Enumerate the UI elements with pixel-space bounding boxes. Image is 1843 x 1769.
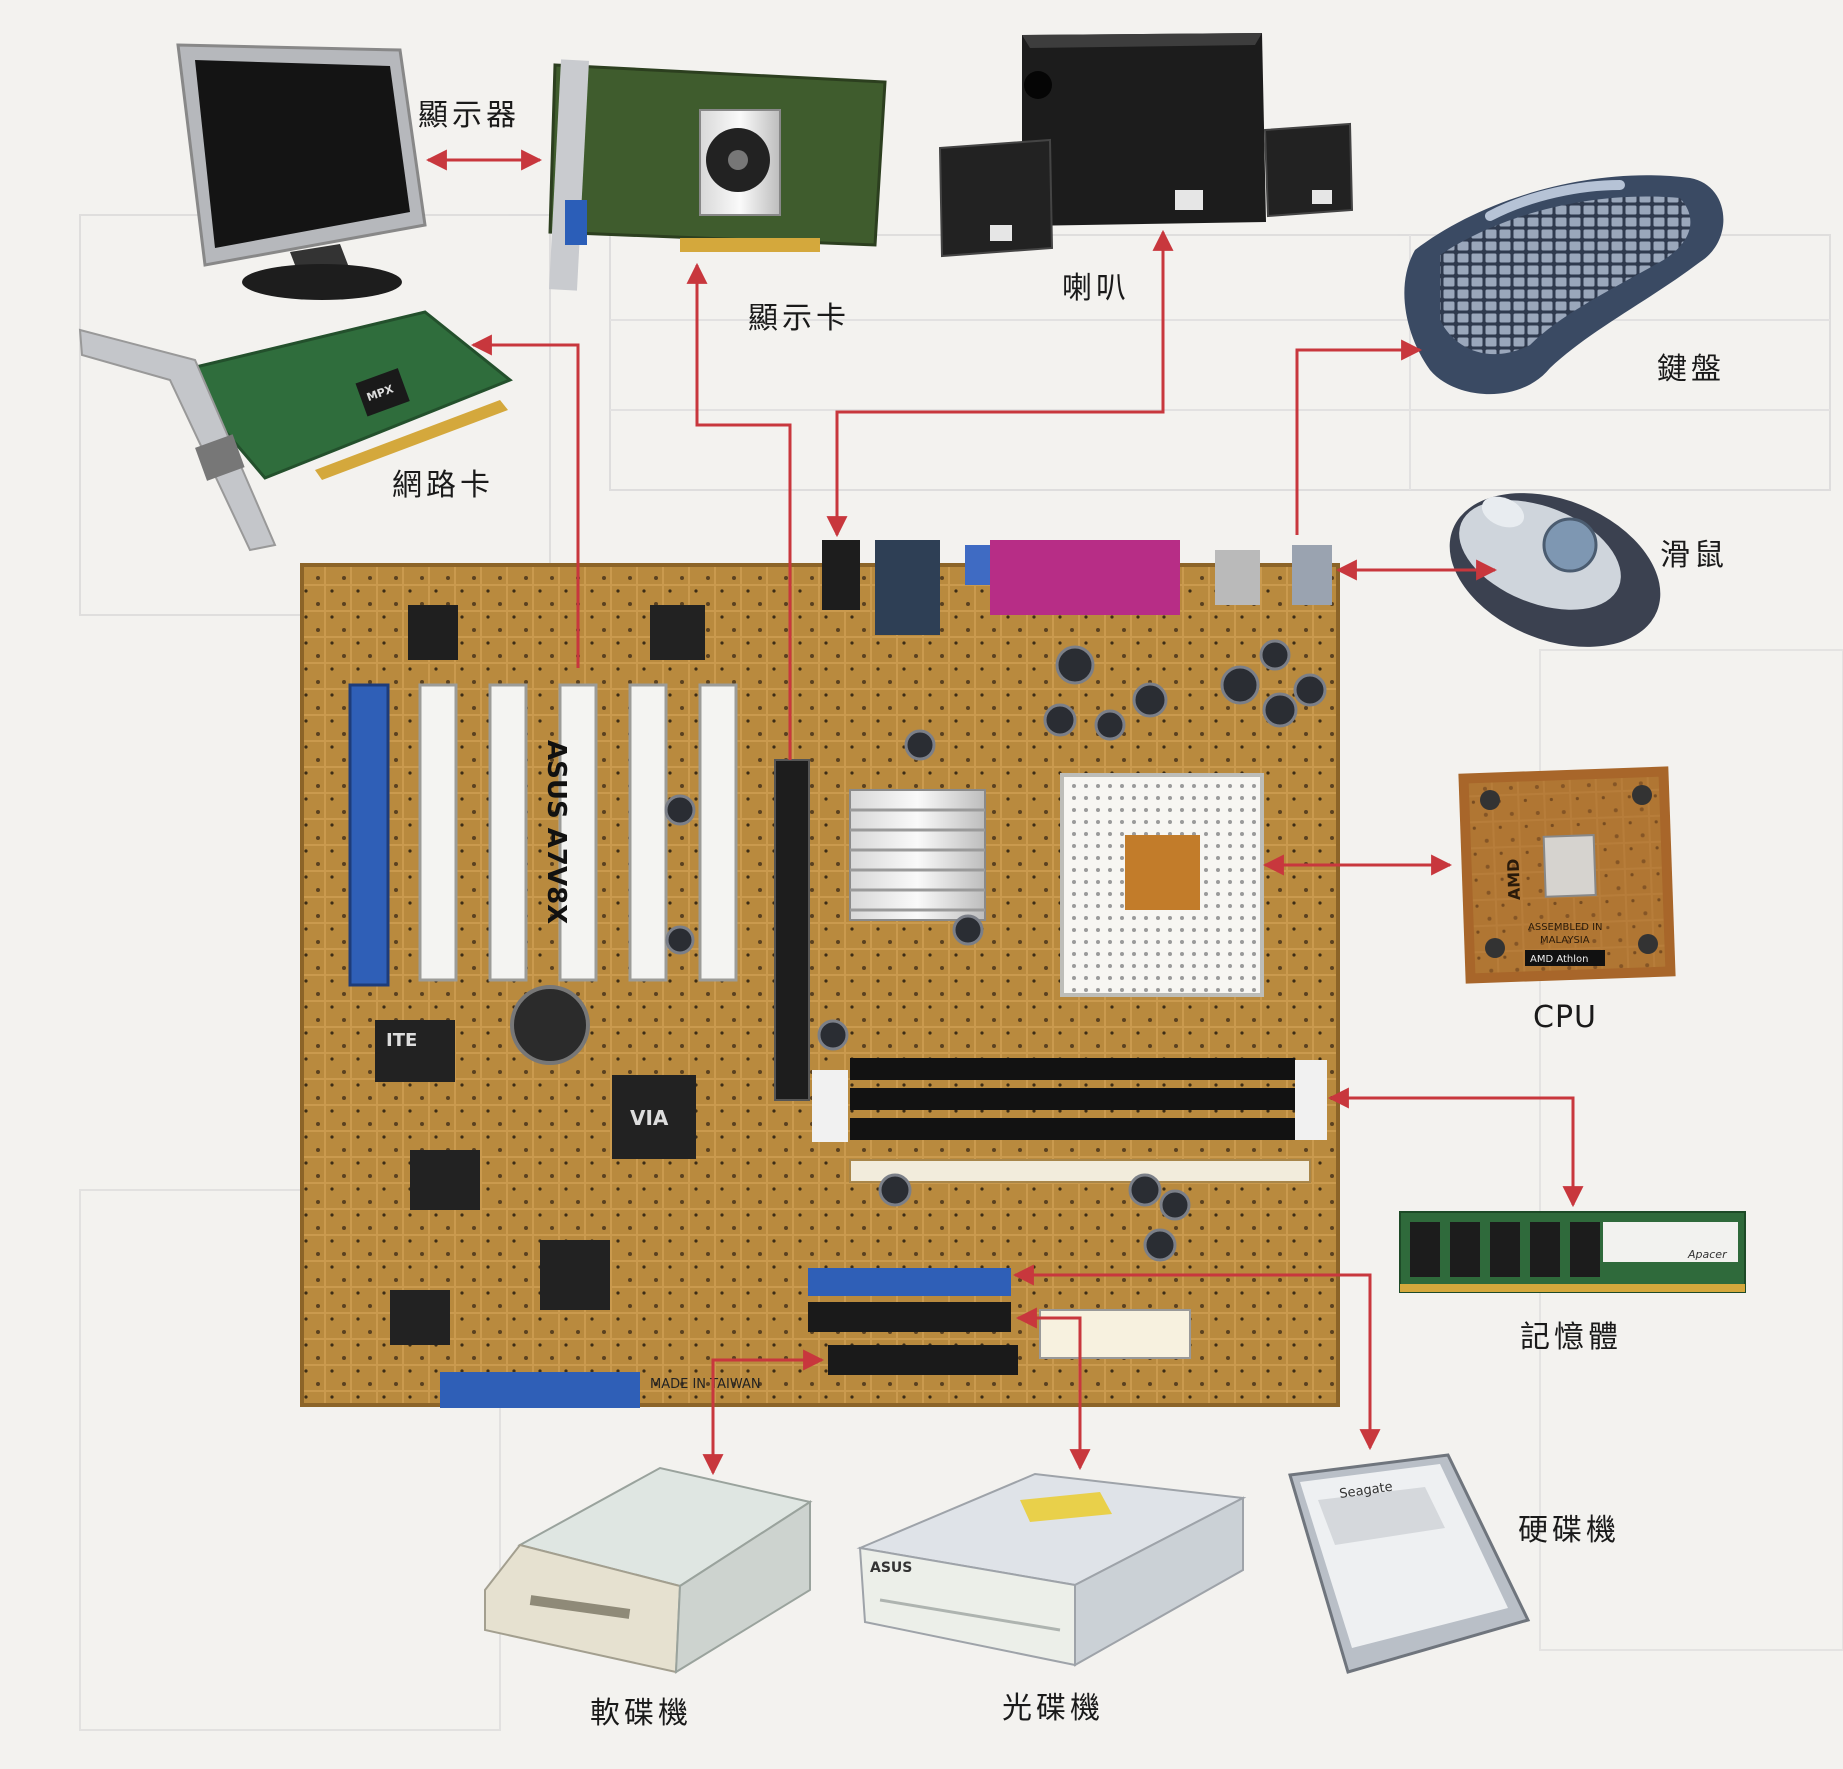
board-brand-text: ASUS A7V8X xyxy=(541,740,571,924)
arrow-speaker xyxy=(826,229,1174,538)
arrow-hard-disk xyxy=(1012,1264,1381,1451)
cpu-assembled-text: ASSEMBLED IN xyxy=(1528,922,1603,933)
arrow-optical-drive xyxy=(1015,1307,1091,1471)
hard-disk-image: Seagate xyxy=(1288,1453,1531,1674)
memory-label: 記憶體 xyxy=(1520,1320,1622,1355)
optical-drive-image: ASUS xyxy=(856,1472,1247,1667)
cpu-country-text: MALAYSIA xyxy=(1540,935,1590,946)
network-card-label: 網路卡 xyxy=(392,468,494,503)
network-card-image: MPX xyxy=(78,310,513,552)
cpu-brand-text: AMD xyxy=(1504,858,1524,900)
hard-disk-label: 硬碟機 xyxy=(1518,1513,1620,1548)
monitor-image xyxy=(176,43,427,300)
board-made-in-text: MADE IN TAIWAN xyxy=(650,1377,761,1392)
memory-image: Apacer xyxy=(1399,1211,1746,1293)
arrow-graphics-card xyxy=(686,262,792,760)
northbridge-heatsink xyxy=(849,789,986,921)
connection-arrows xyxy=(425,149,1584,1476)
motherboard: ASUS A7V8X VIA ITE xyxy=(300,540,1340,1408)
cpu-model-text: AMD Athlon xyxy=(1530,954,1589,965)
floppy-connector xyxy=(440,1372,640,1408)
monitor-label: 顯示器 xyxy=(418,98,520,133)
keyboard-label: 鍵盤 xyxy=(1657,352,1725,387)
graphics-card-image xyxy=(548,59,887,291)
back-panel-connectors xyxy=(822,540,1332,635)
speaker-label: 喇叭 xyxy=(1062,271,1130,306)
floppy-drive-label: 軟碟機 xyxy=(590,1696,692,1731)
arrow-memory xyxy=(1327,1087,1584,1208)
arrow-floppy-drive xyxy=(702,1349,825,1476)
cpu-label: CPU xyxy=(1533,1000,1597,1035)
cmos-battery xyxy=(510,985,590,1065)
memory-brand-text: Apacer xyxy=(1687,1248,1728,1261)
via-chip xyxy=(612,1075,696,1159)
cpu-socket xyxy=(1060,773,1264,997)
keyboard-image xyxy=(1404,175,1724,395)
cpu-image: AMD ASSEMBLED IN MALAYSIA AMD Athlon xyxy=(1458,766,1676,984)
pci-slots xyxy=(418,683,738,982)
mouse-label: 滑鼠 xyxy=(1660,538,1728,573)
ite-chip xyxy=(375,1020,455,1082)
mouse-image xyxy=(1449,493,1661,647)
arrow-keyboard xyxy=(1295,339,1423,535)
agp-slot xyxy=(348,683,390,987)
graphics-card-label: 顯示卡 xyxy=(748,301,850,336)
hdd-brand-text: Seagate xyxy=(1338,1480,1393,1502)
capacitors xyxy=(664,639,1327,1262)
speaker-image xyxy=(938,33,1354,258)
optical-brand-text: ASUS xyxy=(870,1560,912,1576)
memory-slots xyxy=(812,1058,1327,1142)
ite-chip-text: ITE xyxy=(386,1030,417,1051)
floppy-drive-image xyxy=(484,1466,813,1674)
via-chip-text: VIA xyxy=(630,1106,669,1130)
optical-drive-label: 光碟機 xyxy=(1002,1691,1104,1726)
bios-chip xyxy=(408,605,458,660)
arrow-network-card xyxy=(470,334,580,668)
